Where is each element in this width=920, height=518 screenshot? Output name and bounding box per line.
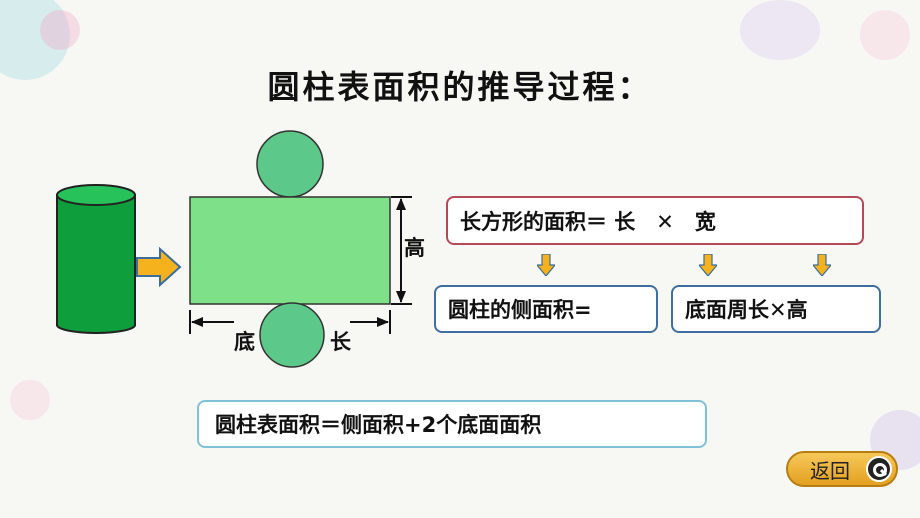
lateral-area-text: 圆柱的侧面积= <box>448 298 592 322</box>
height-dimension <box>391 196 412 305</box>
rectangle-area-text: 长方形的面积＝ 长 ✕ 宽 <box>460 209 716 234</box>
base-right-label: 长 <box>330 330 351 354</box>
lateral-expression-box: 底面周长✕高 <box>671 285 881 333</box>
decor-splash <box>10 380 50 420</box>
page-title: 圆柱表面积的推导过程： <box>267 68 653 106</box>
unfolded-rectangle <box>189 196 391 305</box>
back-button[interactable]: 返回 <box>786 451 898 487</box>
length-dimension <box>189 310 391 334</box>
cylinder-icon <box>56 184 136 334</box>
arrow-right-icon <box>136 246 182 288</box>
arrow-down-icon <box>537 254 555 276</box>
total-area-text: 圆柱表面积＝侧面积+2个底面面积 <box>215 413 542 437</box>
arrow-down-icon <box>699 254 717 276</box>
height-label: 高 <box>404 236 425 260</box>
arrow-down-icon <box>813 254 831 276</box>
rectangle-area-formula: 长方形的面积＝ 长 ✕ 宽 <box>446 196 864 245</box>
decor-splash <box>860 10 910 60</box>
total-area-formula: 圆柱表面积＝侧面积+2个底面面积 <box>197 400 707 448</box>
lateral-expression-text: 底面周长✕高 <box>685 298 808 322</box>
top-circle <box>256 130 324 198</box>
back-icon <box>866 456 892 482</box>
base-left-label: 底 <box>234 330 255 354</box>
decor-splash <box>740 0 820 60</box>
decor-splash <box>40 10 80 50</box>
bottom-circle <box>259 302 325 368</box>
back-button-label: 返回 <box>810 458 850 483</box>
lateral-area-label-box: 圆柱的侧面积= <box>434 285 658 333</box>
